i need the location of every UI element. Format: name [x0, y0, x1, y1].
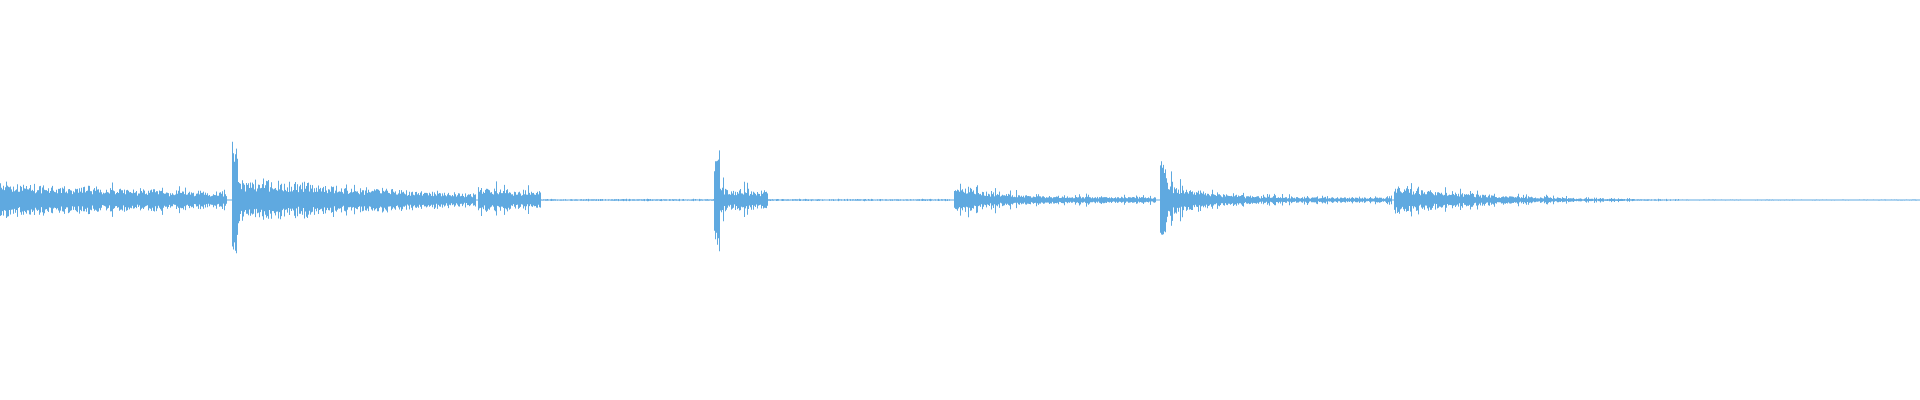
- waveform-bars: [0, 141, 1920, 254]
- waveform-path: [0, 141, 1920, 254]
